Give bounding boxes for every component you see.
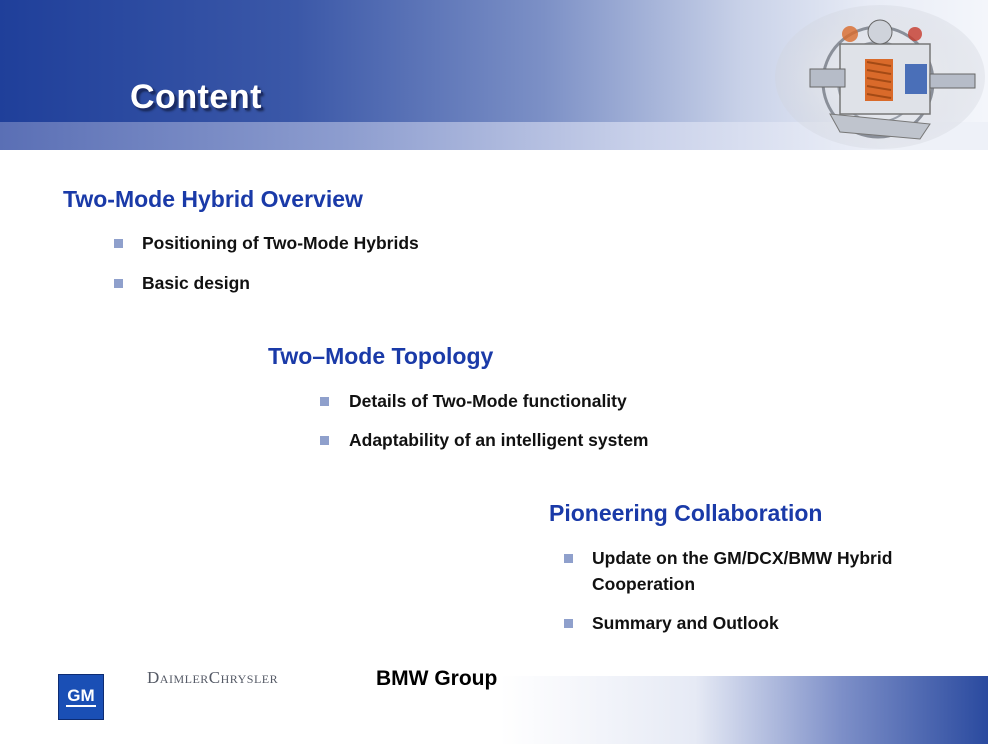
square-bullet-icon: [320, 397, 329, 406]
bullet-item: Details of Two-Mode functionality: [349, 391, 627, 411]
bullet-item: Positioning of Two-Mode Hybrids: [142, 233, 419, 253]
footer-gradient: [500, 676, 988, 744]
gm-logo: GM: [58, 674, 104, 720]
bmw-group-logo: BMW Group: [376, 667, 498, 690]
section-heading-collaboration: Pioneering Collaboration: [549, 500, 823, 526]
slide-header: Content: [0, 0, 988, 150]
bullet-item: Update on the GM/DCX/BMW Hybrid Cooperat…: [592, 548, 893, 594]
square-bullet-icon: [564, 619, 573, 628]
transmission-cutaway-image: [775, 5, 985, 149]
square-bullet-icon: [114, 279, 123, 288]
section-heading-overview: Two-Mode Hybrid Overview: [63, 186, 363, 212]
bullet-item: Basic design: [142, 273, 250, 293]
square-bullet-icon: [114, 239, 123, 248]
daimlerchrysler-logo: DaimlerChrysler: [147, 668, 279, 687]
square-bullet-icon: [320, 436, 329, 445]
bullet-item: Summary and Outlook: [592, 613, 779, 633]
slide-title: Content: [130, 78, 262, 116]
section-heading-topology: Two–Mode Topology: [268, 343, 494, 369]
square-bullet-icon: [564, 554, 573, 563]
bullet-item: Adaptability of an intelligent system: [349, 430, 649, 450]
